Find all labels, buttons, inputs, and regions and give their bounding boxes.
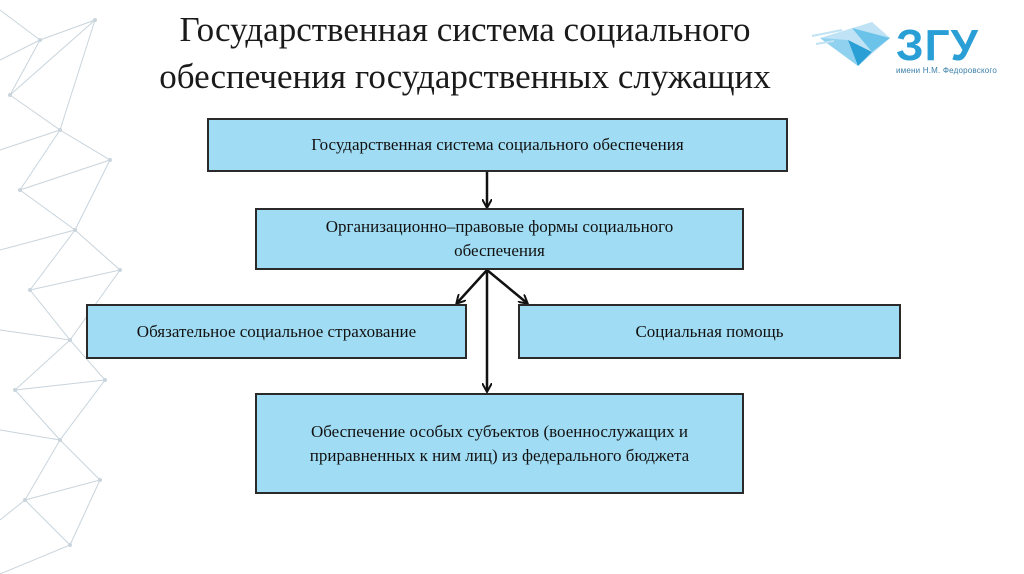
arrow-forms-to-assistance [486, 269, 527, 303]
slide-title: Государственная система социального обес… [80, 6, 850, 100]
university-logo: ЗГУ [812, 21, 979, 70]
logo-mark: ЗГУ [896, 21, 979, 70]
arrow-forms-to-insurance [457, 269, 488, 303]
node-special-subjects-label: Обеспечение особых субъектов (военнослуж… [309, 421, 690, 465]
slide-title-line-2: обеспечения государственных служащих [159, 57, 771, 96]
diamond-icon [812, 22, 890, 66]
node-special-subjects: Обеспечение особых субъектов (военнослуж… [255, 393, 744, 494]
node-organizational-legal-forms-label: Организационно–правовые формы социальног… [325, 217, 674, 260]
slide-title-line-1: Государственная система социального [179, 10, 751, 49]
node-social-security-system-label: Государственная система социального обес… [311, 135, 684, 154]
node-organizational-legal-forms: Организационно–правовые формы социальног… [255, 208, 744, 270]
background-network-decoration [0, 9, 122, 574]
node-social-security-system: Государственная система социального обес… [207, 118, 788, 172]
logo-caption: имени Н.М. Федоровского [896, 66, 997, 75]
node-social-assistance: Социальная помощь [518, 304, 901, 359]
node-mandatory-social-insurance: Обязательное социальное страхование [86, 304, 467, 359]
node-mandatory-social-insurance-label: Обязательное социальное страхование [136, 321, 417, 341]
node-social-assistance-label: Социальная помощь [635, 321, 784, 341]
